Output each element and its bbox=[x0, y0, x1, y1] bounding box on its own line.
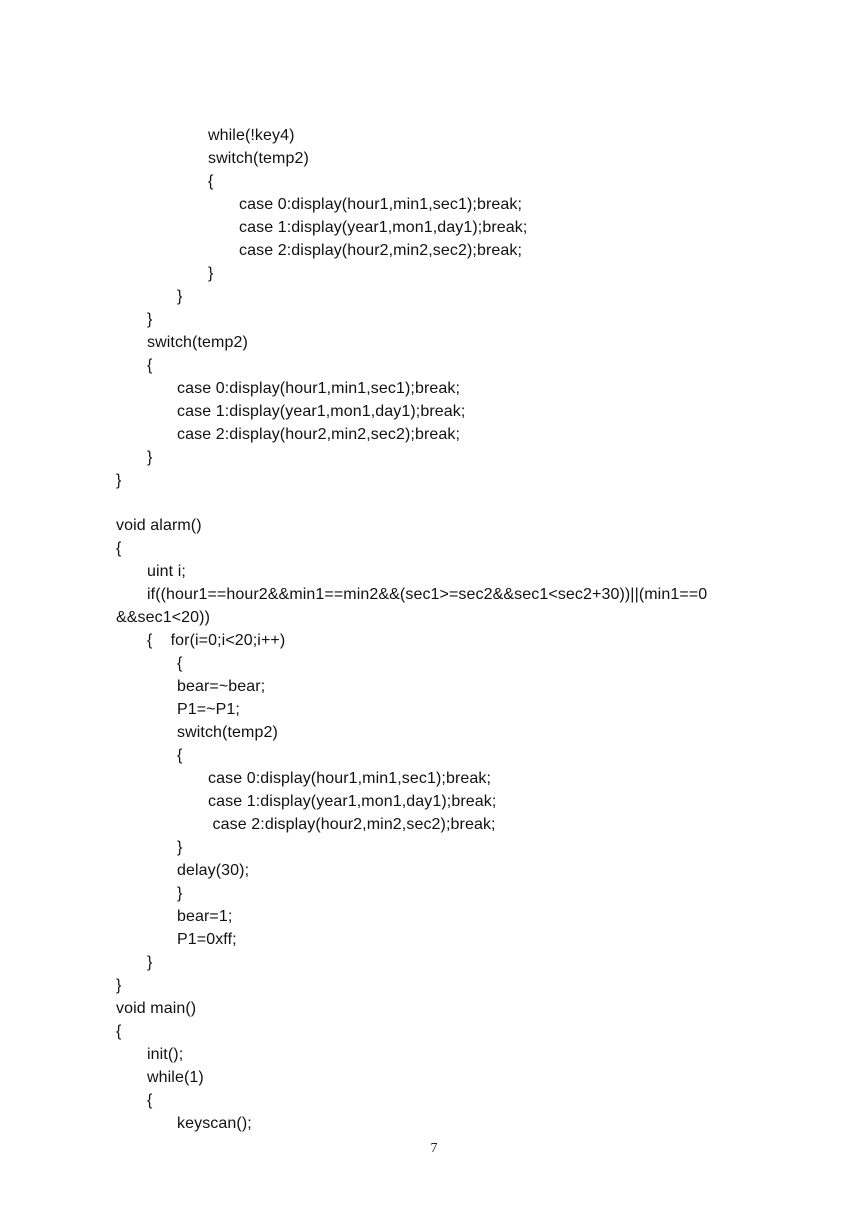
code-line: { bbox=[147, 357, 153, 374]
code-line: init(); bbox=[147, 1046, 184, 1063]
code-line: } bbox=[177, 839, 183, 856]
code-line: case 0:display(hour1,min1,sec1);break; bbox=[208, 770, 492, 787]
code-line: { bbox=[177, 655, 183, 672]
code-line: } bbox=[147, 954, 153, 971]
code-line: } bbox=[116, 977, 122, 994]
code-line: { bbox=[147, 1092, 153, 1109]
code-line: case 2:display(hour2,min2,sec2);break; bbox=[239, 242, 523, 259]
code-line: bear=1; bbox=[177, 908, 233, 925]
code-line: { bbox=[177, 747, 183, 764]
code-line: { bbox=[116, 1023, 122, 1040]
code-line: case 1:display(year1,mon1,day1);break; bbox=[208, 793, 497, 810]
code-line: bear=~bear; bbox=[177, 678, 266, 695]
code-line: switch(temp2) bbox=[177, 724, 278, 741]
code-line: void alarm() bbox=[116, 517, 202, 534]
code-line: &&sec1<20)) bbox=[116, 609, 211, 626]
code-line: while(!key4) bbox=[208, 127, 295, 144]
code-line: delay(30); bbox=[177, 862, 250, 879]
code-line: } bbox=[147, 449, 153, 466]
code-line: { bbox=[208, 173, 214, 190]
code-line: } bbox=[177, 885, 183, 902]
page-number: 7 bbox=[430, 1141, 438, 1156]
code-line: { for(i=0;i<20;i++) bbox=[147, 632, 286, 649]
code-line: P1=0xff; bbox=[177, 931, 237, 948]
code-line: uint i; bbox=[147, 563, 186, 580]
code-line: } bbox=[147, 311, 153, 328]
code-line: P1=~P1; bbox=[177, 701, 240, 718]
code-line: case 2:display(hour2,min2,sec2);break; bbox=[177, 426, 461, 443]
code-line: { bbox=[116, 540, 122, 557]
code-line: void main() bbox=[116, 1000, 197, 1017]
code-line: case 0:display(hour1,min1,sec1);break; bbox=[239, 196, 523, 213]
code-line: case 2:display(hour2,min2,sec2);break; bbox=[208, 816, 496, 833]
code-line: } bbox=[116, 472, 122, 489]
code-line: case 1:display(year1,mon1,day1);break; bbox=[239, 219, 528, 236]
code-line: if((hour1==hour2&&min1==min2&&(sec1>=sec… bbox=[147, 586, 708, 603]
code-line: } bbox=[177, 288, 183, 305]
code-line: switch(temp2) bbox=[147, 334, 248, 351]
code-line: switch(temp2) bbox=[208, 150, 309, 167]
code-line: } bbox=[208, 265, 214, 282]
code-line: case 1:display(year1,mon1,day1);break; bbox=[177, 403, 466, 420]
code-line: while(1) bbox=[147, 1069, 204, 1086]
code-line: case 0:display(hour1,min1,sec1);break; bbox=[177, 380, 461, 397]
code-line: keyscan(); bbox=[177, 1115, 252, 1132]
